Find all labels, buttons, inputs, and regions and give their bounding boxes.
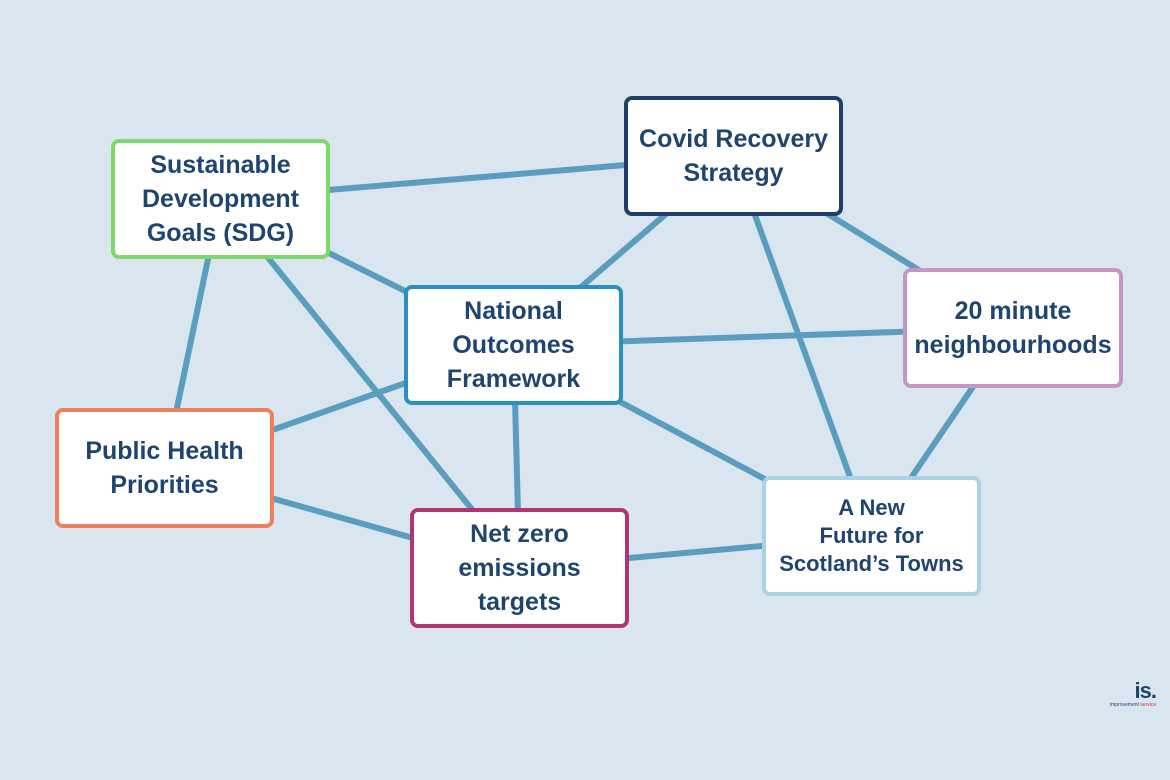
node-label: Public Health Priorities <box>85 437 244 499</box>
connector-covid-towns <box>730 154 875 538</box>
node-sustainable-development-goals: Sustainable Development Goals (SDG) <box>111 139 330 259</box>
node-label: A New Future for Scotland’s Towns <box>779 495 964 576</box>
connector-sdg-netzero <box>218 197 522 570</box>
node-new-future-scotlands-towns: A New Future for Scotland’s Towns <box>762 476 981 596</box>
node-covid-recovery-strategy: Covid Recovery Strategy <box>624 96 843 216</box>
node-net-zero-emissions-targets: Net zero emissions targets <box>410 508 629 628</box>
logo-subtitle: improvement service <box>1110 702 1156 708</box>
node-national-outcomes-framework: National Outcomes Framework <box>404 285 623 405</box>
node-public-health-priorities: Public Health Priorities <box>55 408 274 528</box>
logo-word-2: service <box>1140 702 1157 708</box>
node-label: 20 minute neighbourhoods <box>914 297 1112 359</box>
node-label: Sustainable Development Goals (SDG) <box>142 151 299 247</box>
node-label: Net zero emissions targets <box>458 520 581 616</box>
logo-word-1: improvement <box>1110 702 1139 708</box>
improvement-service-logo: is. improvement service <box>1110 680 1162 714</box>
node-label: National Outcomes Framework <box>446 297 581 393</box>
node-label: Covid Recovery Strategy <box>639 125 828 187</box>
node-20-minute-neighbourhoods: 20 minute neighbourhoods <box>903 268 1123 388</box>
logo-mark: is. <box>1134 678 1157 703</box>
